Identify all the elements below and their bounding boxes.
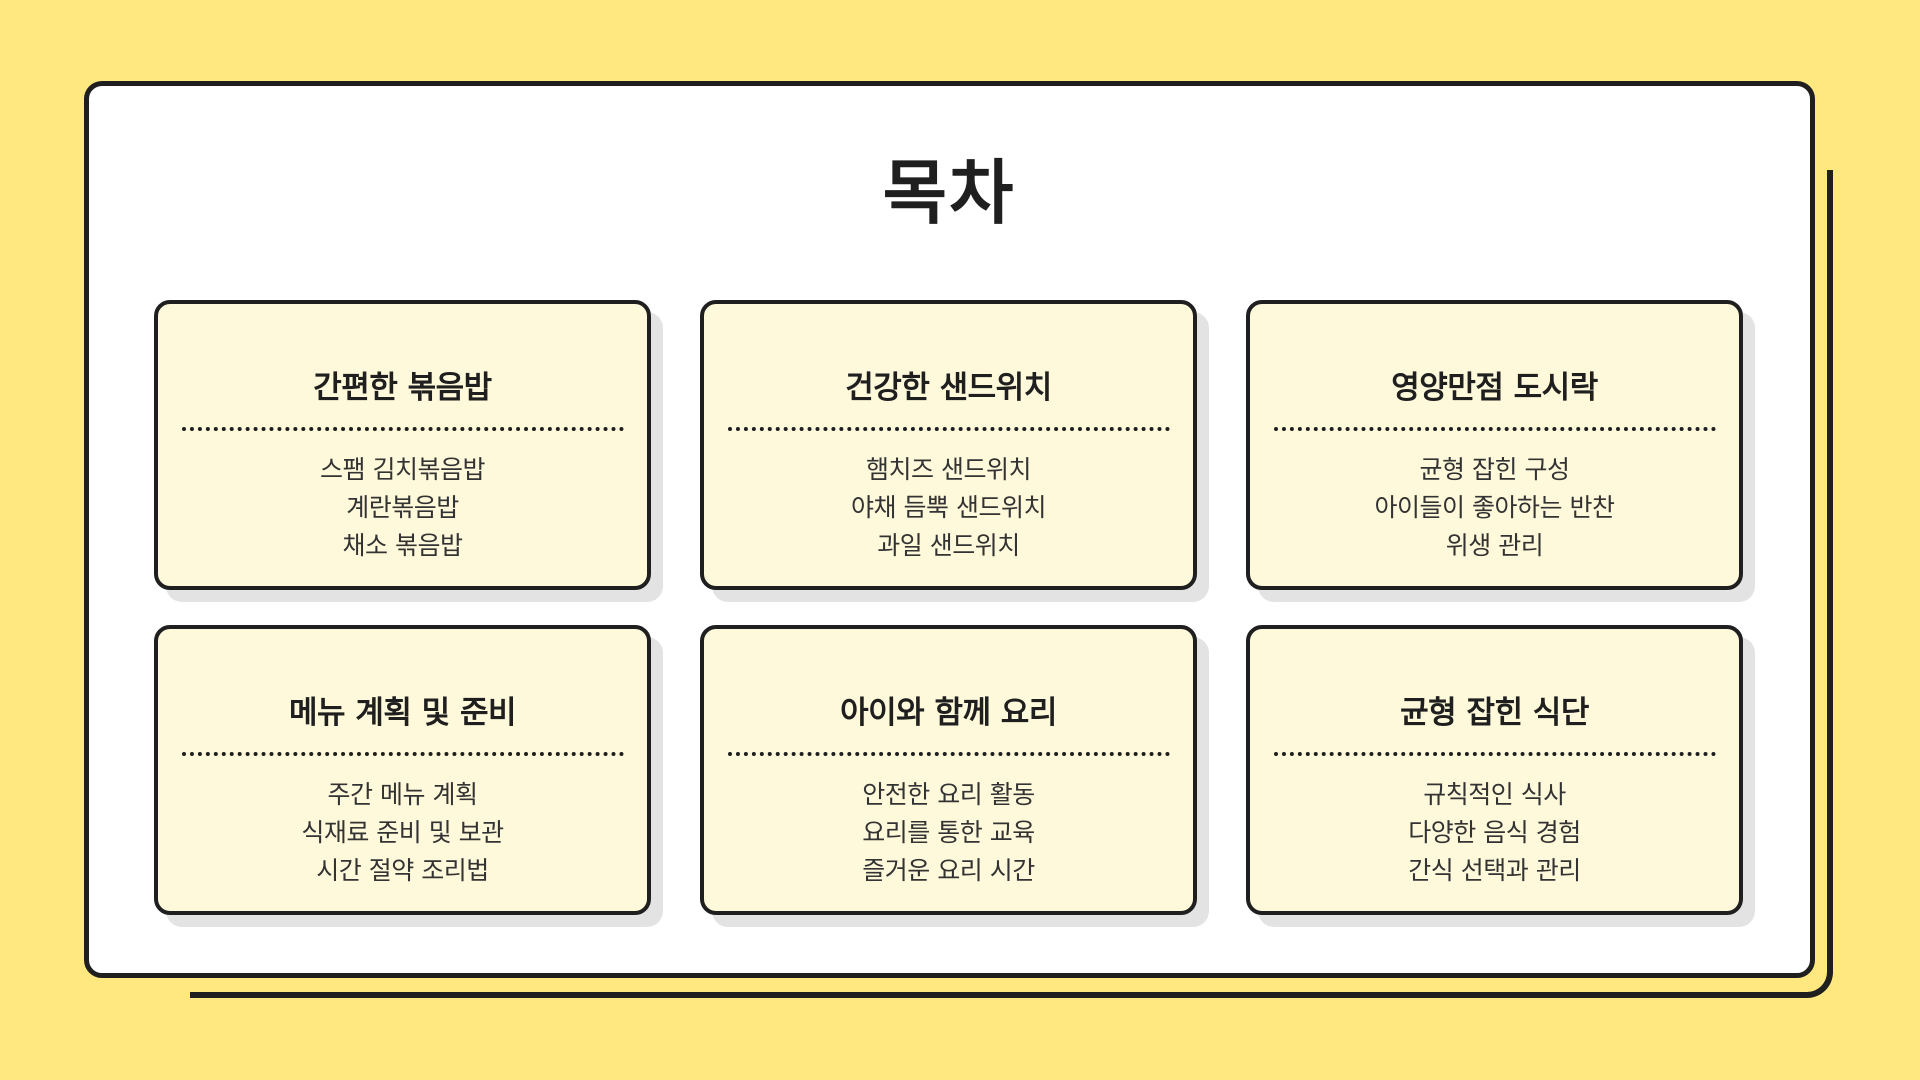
list-item: 식재료 준비 및 보관 [301, 818, 504, 848]
toc-card-menu-planning: 메뉴 계획 및 준비 주간 메뉴 계획 식재료 준비 및 보관 시간 절약 조리… [154, 625, 651, 915]
dotted-divider [727, 752, 1170, 757]
card-title: 영양만점 도시락 [1391, 370, 1598, 406]
toc-grid: 간편한 볶음밥 스팸 김치볶음밥 계란볶음밥 채소 볶음밥 건강한 샌드위치 햄… [154, 300, 1744, 915]
list-item: 시간 절약 조리법 [316, 856, 489, 886]
toc-card-lunchbox: 영양만점 도시락 균형 잡힌 구성 아이들이 좋아하는 반찬 위생 관리 [1246, 300, 1743, 590]
list-item: 요리를 통한 교육 [862, 818, 1035, 848]
dotted-divider [181, 427, 624, 432]
list-item: 주간 메뉴 계획 [327, 780, 478, 810]
card-title: 아이와 함께 요리 [840, 695, 1057, 731]
list-item: 채소 볶음밥 [342, 531, 463, 561]
list-item: 간식 선택과 관리 [1408, 856, 1581, 886]
card-title: 균형 잡힌 식단 [1400, 695, 1589, 731]
list-item: 계란볶음밥 [346, 493, 459, 523]
dotted-divider [727, 427, 1170, 432]
toc-card-sandwich: 건강한 샌드위치 햄치즈 샌드위치 야채 듬뿍 샌드위치 과일 샌드위치 [700, 300, 1197, 590]
list-item: 과일 샌드위치 [877, 531, 1020, 561]
card-item-list: 규칙적인 식사 다양한 음식 경험 간식 선택과 관리 [1408, 776, 1581, 890]
list-item: 다양한 음식 경험 [1408, 818, 1581, 848]
list-item: 아이들이 좋아하는 반찬 [1374, 493, 1615, 523]
list-item: 야채 듬뿍 샌드위치 [851, 493, 1046, 523]
card-title: 메뉴 계획 및 준비 [288, 695, 517, 731]
list-item: 스팸 김치볶음밥 [320, 455, 485, 485]
list-item: 안전한 요리 활동 [862, 780, 1035, 810]
card-item-list: 안전한 요리 활동 요리를 통한 교육 즐거운 요리 시간 [862, 776, 1035, 890]
page-title: 목차 [882, 152, 1016, 234]
toc-card-fried-rice: 간편한 볶음밥 스팸 김치볶음밥 계란볶음밥 채소 볶음밥 [154, 300, 651, 590]
card-item-list: 스팸 김치볶음밥 계란볶음밥 채소 볶음밥 [320, 451, 485, 565]
list-item: 균형 잡힌 구성 [1419, 455, 1570, 485]
toc-card-balanced-diet: 균형 잡힌 식단 규칙적인 식사 다양한 음식 경험 간식 선택과 관리 [1246, 625, 1743, 915]
list-item: 규칙적인 식사 [1423, 780, 1566, 810]
list-item: 위생 관리 [1445, 531, 1544, 561]
frame-shadow [190, 170, 1833, 998]
list-item: 햄치즈 샌드위치 [866, 455, 1031, 485]
card-item-list: 햄치즈 샌드위치 야채 듬뿍 샌드위치 과일 샌드위치 [851, 451, 1046, 565]
dotted-divider [1273, 427, 1716, 432]
dotted-divider [181, 752, 624, 757]
list-item: 즐거운 요리 시간 [862, 856, 1035, 886]
card-title: 건강한 샌드위치 [845, 370, 1052, 406]
card-title: 간편한 볶음밥 [313, 370, 492, 406]
card-item-list: 균형 잡힌 구성 아이들이 좋아하는 반찬 위생 관리 [1375, 451, 1615, 565]
card-item-list: 주간 메뉴 계획 식재료 준비 및 보관 시간 절약 조리법 [301, 776, 504, 890]
dotted-divider [1273, 752, 1716, 757]
toc-card-cooking-with-kids: 아이와 함께 요리 안전한 요리 활동 요리를 통한 교육 즐거운 요리 시간 [700, 625, 1197, 915]
